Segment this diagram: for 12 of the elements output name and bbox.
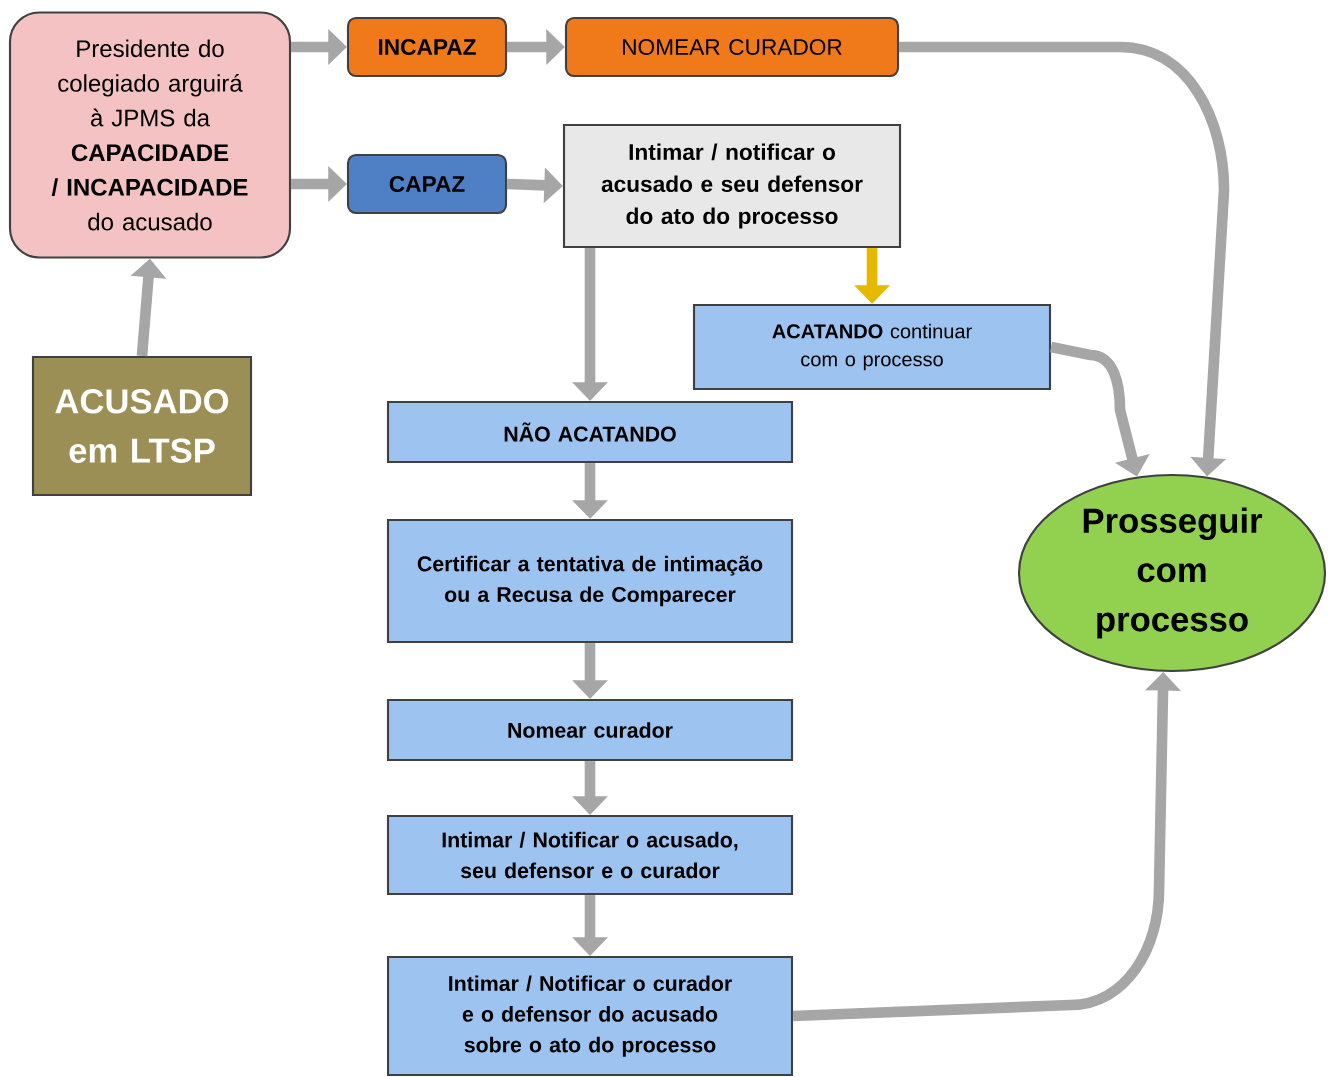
- action-box: NOMEAR CURADOR: [564, 16, 900, 78]
- process-box: Nomear curador: [386, 698, 794, 762]
- process-box: Intimar / Notificar o acusado, seu defensor e o curador: [386, 814, 794, 896]
- process-box: Certificar a tentativa de intimação ou a Recusa de Comparecer: [386, 518, 794, 644]
- outcome-box: INCAPAZ: [346, 16, 508, 78]
- action-box: ACATANDO continuar com o processo: [692, 303, 1052, 391]
- statement-box: Presidente do colegiado arguirá à JPMS da CAPACIDADE / INCAPACIDADE do acusado: [8, 11, 292, 259]
- process-box: Intimar / Notificar o curador e o defensor do acusado sobre o ato do processo: [386, 955, 794, 1077]
- outcome-box: CAPAZ: [346, 153, 508, 215]
- action-box: Intimar / notificar o acusado e seu defensor do ato do processo: [562, 123, 902, 249]
- start-box: ACUSADO em LTSP: [31, 355, 253, 497]
- process-box: NÃO ACATANDO: [386, 400, 794, 464]
